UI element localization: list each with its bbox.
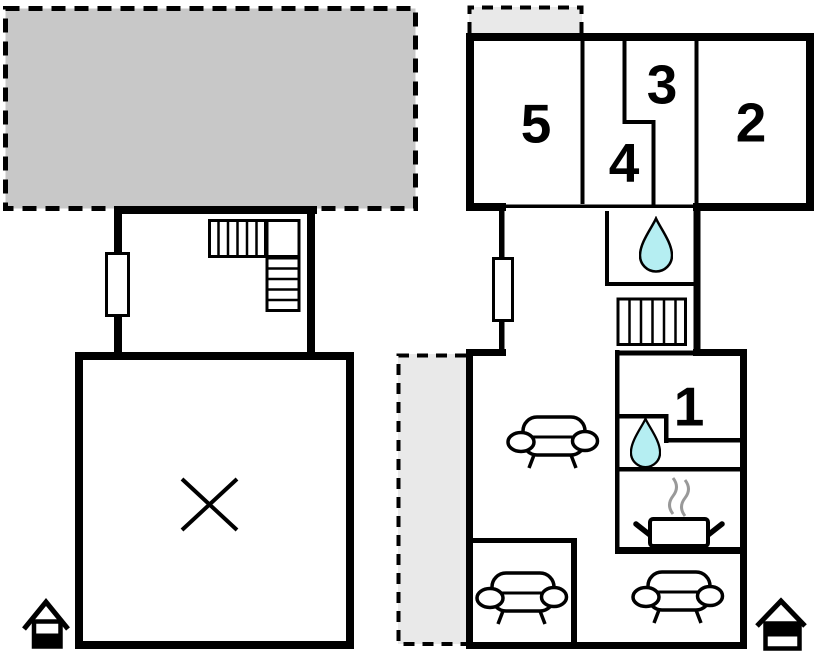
house-level-icon-lower [22,598,70,649]
left-plan [3,6,418,649]
wall [615,547,747,554]
sofa-icon [506,415,600,470]
staircase-icon [616,297,687,346]
wall [693,203,814,211]
wall [693,349,747,356]
window [105,252,130,317]
wall [605,282,699,286]
wall [114,206,317,214]
wall [571,538,577,649]
x-mark [180,477,239,532]
terrace-top-icon [467,5,584,33]
water-drop-icon [630,417,661,469]
wall [615,350,697,356]
sofa-icon [475,571,569,626]
staircase-icon [208,219,301,312]
wall [307,206,315,356]
wall [466,33,474,211]
wall [693,203,701,356]
wall [499,320,505,354]
wall [740,349,747,649]
room-5-label: 5 [520,92,552,155]
terrace-side-icon [396,353,466,646]
wall [466,349,473,649]
house-level-icon-upper [755,597,807,651]
wall [694,41,699,204]
room-3-label: 3 [646,53,678,116]
walls-right-bathroom-upper [605,203,701,356]
walls-right-lower-block [466,349,747,649]
wall [466,203,506,211]
wall [651,120,656,207]
walls-right-top-block [466,33,814,211]
wall [466,349,506,356]
wall [622,120,656,124]
wall [605,211,609,285]
wall [503,204,697,208]
wall [615,350,620,554]
cooking-pot-icon [633,477,725,548]
terrace-large-icon [3,6,418,211]
walls-right-corridor [499,211,505,354]
wall [466,33,814,41]
wall [622,41,627,124]
wall [75,641,354,649]
steam-icon [668,477,678,515]
wall [499,211,505,258]
wall [664,414,669,443]
walls-left-lower [75,352,354,649]
wall [580,41,585,204]
sofa-icon [631,570,725,625]
right-plan [396,5,814,651]
wall [615,467,747,472]
room-4-label: 4 [608,131,640,194]
wall [664,438,747,443]
room-1-label: 1 [673,375,705,438]
wall [615,414,668,419]
water-drop-icon [639,217,673,273]
wall [75,352,83,649]
wall [466,538,577,543]
wall [75,352,354,360]
steam-icon [680,479,690,517]
wall [346,352,354,649]
window [492,257,514,322]
room-2-label: 2 [735,91,767,154]
wall [806,33,814,211]
wall [466,642,747,649]
